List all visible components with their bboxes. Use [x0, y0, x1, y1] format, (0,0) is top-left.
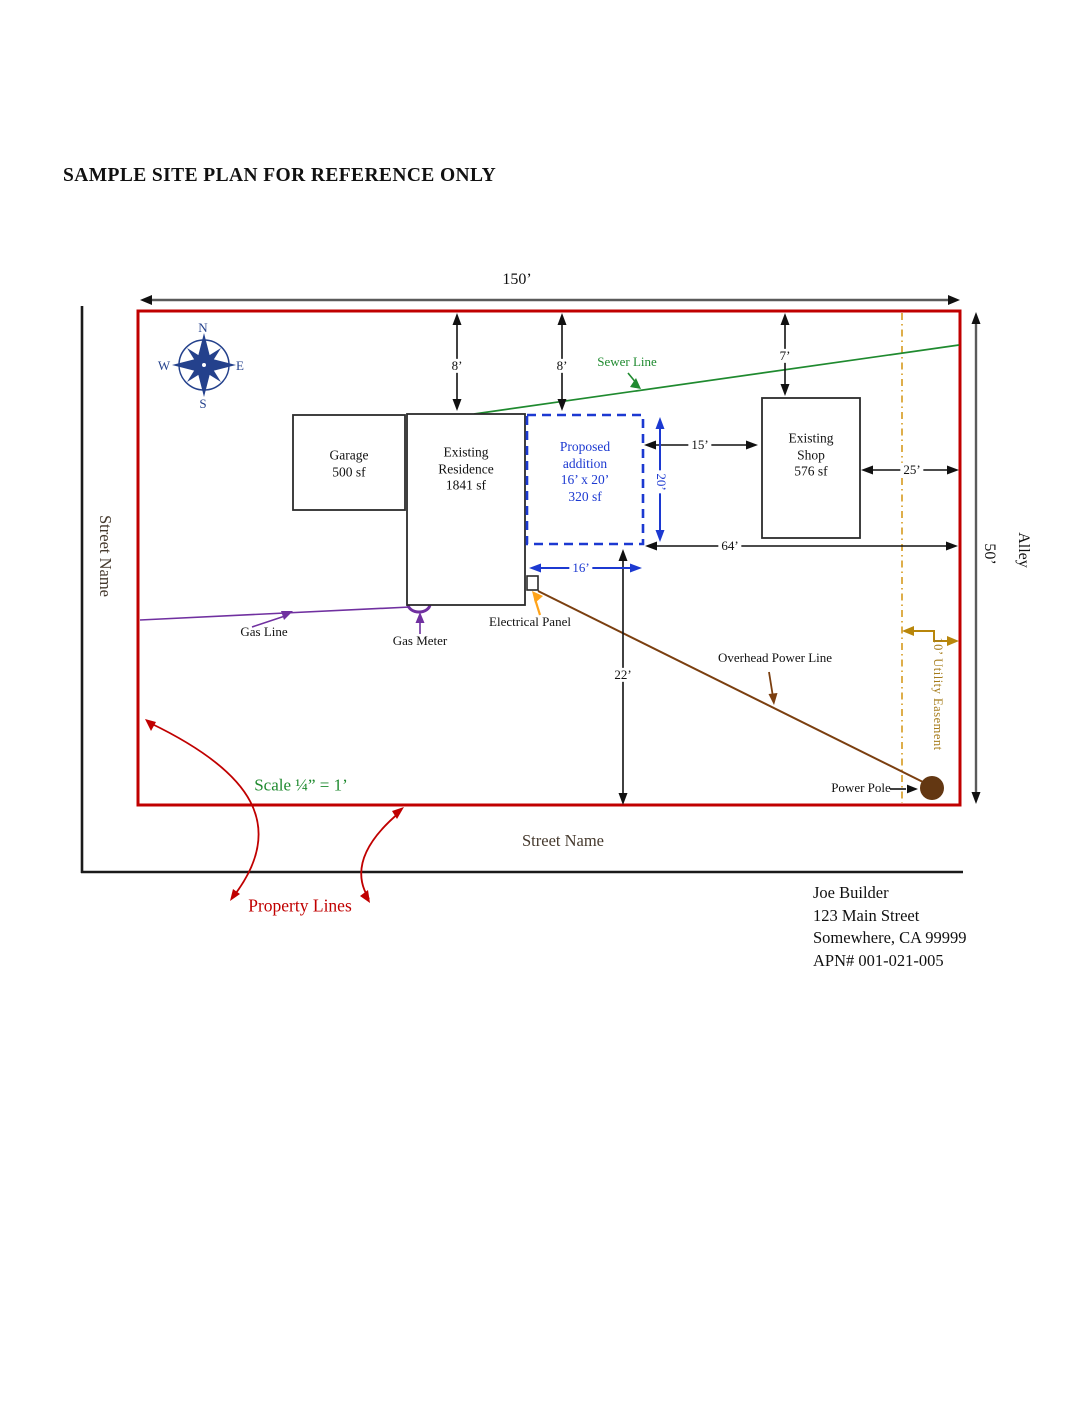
owner-apn: APN# 001-021-005 [813, 950, 944, 970]
page-title: SAMPLE SITE PLAN FOR REFERENCE ONLY [63, 165, 497, 186]
gas-meter-label-arrow [415, 612, 425, 623]
dim-25: 25’ [900, 462, 924, 478]
dim-16: 16’ [569, 560, 593, 576]
property-lines-arrows [145, 719, 404, 903]
property-lines-label: Property Lines [248, 895, 352, 916]
power-pole-symbol [920, 776, 944, 800]
alley-label: Alley [1014, 532, 1032, 568]
gas-line-label-arrow [281, 611, 293, 620]
proposed-addition-outline [525, 413, 645, 546]
compass-e: E [236, 358, 244, 373]
dim-50 [971, 312, 981, 804]
dim-easement [902, 626, 959, 646]
electrical-panel-label: Electrical Panel [489, 613, 571, 629]
power-pole-label: Power Pole [831, 779, 891, 795]
residence-label: Existing Residence 1841 sf [438, 444, 494, 493]
utility-easement-label: 10’ Utility Easement [930, 637, 945, 751]
owner-street: 123 Main Street [813, 905, 920, 925]
dim-8-addition: 8’ [553, 358, 571, 374]
dim-15: 15’ [688, 437, 712, 453]
dim-64: 64’ [718, 538, 742, 554]
garage-outline [292, 414, 406, 511]
residence-outline [406, 413, 526, 606]
sewer-label-arrow [630, 378, 641, 389]
compass-w: W [157, 358, 171, 373]
electrical-panel-symbol [526, 575, 539, 591]
owner-city: Somewhere, CA 99999 [813, 928, 967, 947]
building-outlines [292, 397, 861, 606]
compass-rose [172, 333, 236, 397]
power-line-label-arrow [768, 693, 778, 705]
dim-7-shop: 7’ [776, 348, 794, 364]
shop-outline [761, 397, 861, 539]
gas-line [139, 603, 432, 634]
street-name-left: Street Name [96, 514, 116, 598]
dim-20: 20’ [653, 470, 669, 494]
gas-meter-symbol [406, 603, 432, 614]
proposed-addition-label: Proposed addition 16’ x 20’ 320 sf [559, 439, 611, 504]
power-pole-label-arrow [907, 784, 918, 794]
owner-name: Joe Builder [813, 883, 889, 902]
sewer-line [473, 344, 960, 415]
sewer-line-label: Sewer Line [597, 353, 657, 369]
dim-50-label: 50’ [980, 543, 998, 565]
gas-line-label: Gas Line [240, 623, 288, 639]
scale-note: Scale ¼” = 1’ [254, 775, 348, 795]
owner-info: Joe Builder 123 Main Street Somewhere, C… [813, 882, 967, 972]
dim-150 [140, 295, 960, 305]
garage-label: Garage 500 sf [329, 447, 369, 480]
electrical-panel-label-arrow [532, 591, 543, 616]
gas-meter-label: Gas Meter [392, 632, 448, 648]
property-boundary [136, 309, 962, 807]
street-edge-lines [80, 306, 963, 874]
dim-8-residence: 8’ [448, 358, 466, 374]
overhead-power-line-label: Overhead Power Line [717, 649, 833, 665]
dim-150-label: 150’ [502, 271, 532, 289]
compass-n: N [198, 320, 208, 335]
shop-label: Existing Shop 576 sf [788, 430, 834, 479]
compass-s: S [199, 396, 207, 411]
street-name-bottom: Street Name [521, 830, 605, 850]
dim-22: 22’ [611, 667, 635, 683]
dim-setbacks [452, 313, 959, 805]
overhead-power-line [537, 590, 944, 800]
